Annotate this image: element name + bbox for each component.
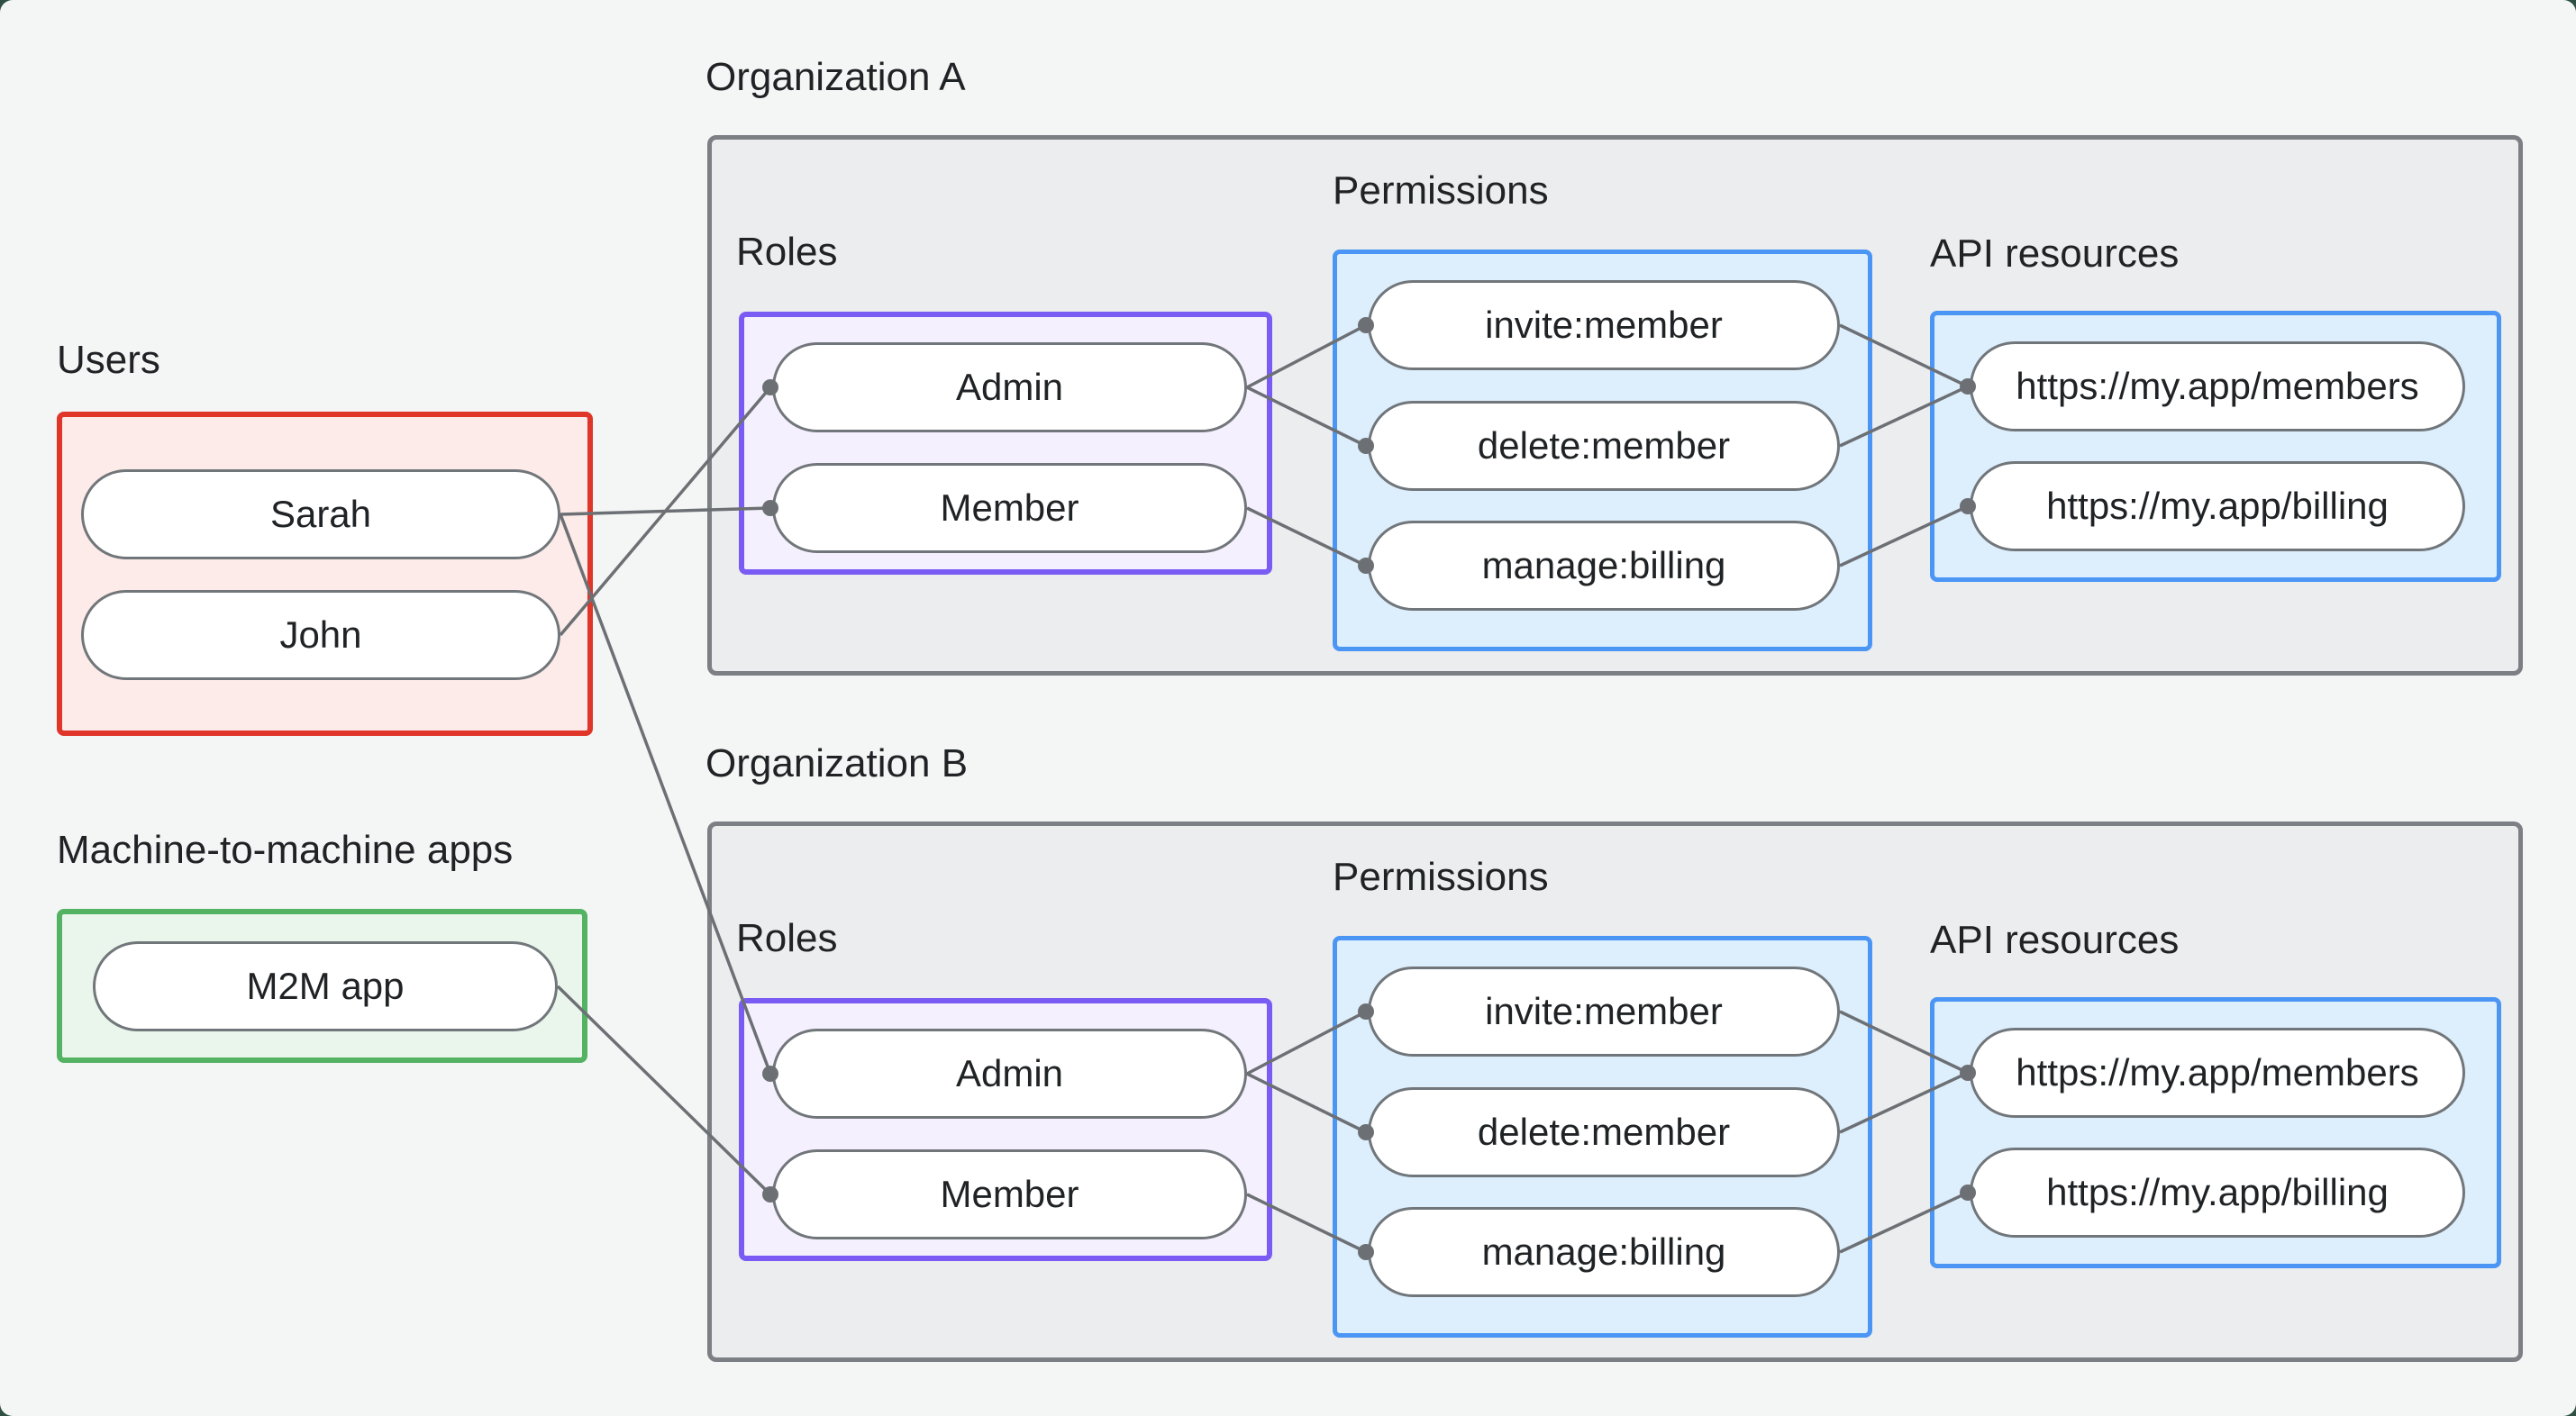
users-group-box — [57, 412, 593, 736]
org-a-api-members: https://my.app/members — [1970, 341, 2465, 431]
m2m-app-node: M2M app — [93, 941, 558, 1031]
org-b-api-label: API resources — [1930, 918, 2180, 962]
org-a-roles-label: Roles — [736, 230, 838, 274]
org-a-api-billing: https://my.app/billing — [1970, 461, 2465, 551]
user-node-sarah: Sarah — [81, 469, 560, 559]
org-b-permission-invite-member: invite:member — [1368, 967, 1840, 1057]
org-a-permission-manage-billing: manage:billing — [1368, 521, 1840, 611]
org-b-role-member: Member — [772, 1149, 1247, 1239]
org-b-roles-label: Roles — [736, 916, 838, 960]
user-node-john: John — [81, 590, 560, 680]
org-a-role-admin: Admin — [772, 342, 1247, 432]
org-a-api-label: API resources — [1930, 231, 2180, 276]
org-b-role-admin: Admin — [772, 1029, 1247, 1119]
org-b-permissions-label: Permissions — [1333, 855, 1549, 899]
org-b-api-members: https://my.app/members — [1970, 1028, 2465, 1118]
org-a-permission-invite-member: invite:member — [1368, 280, 1840, 370]
org-b-permission-manage-billing: manage:billing — [1368, 1207, 1840, 1297]
org-b-api-billing: https://my.app/billing — [1970, 1148, 2465, 1238]
org-a-permissions-label: Permissions — [1333, 168, 1549, 213]
org-a-permission-delete-member: delete:member — [1368, 401, 1840, 491]
org-b-title: Organization B — [705, 741, 969, 785]
org-a-role-member: Member — [772, 463, 1247, 553]
org-b-permission-delete-member: delete:member — [1368, 1087, 1840, 1177]
m2m-title: Machine-to-machine apps — [57, 828, 514, 872]
org-a-title: Organization A — [705, 55, 966, 99]
users-title: Users — [57, 338, 160, 382]
